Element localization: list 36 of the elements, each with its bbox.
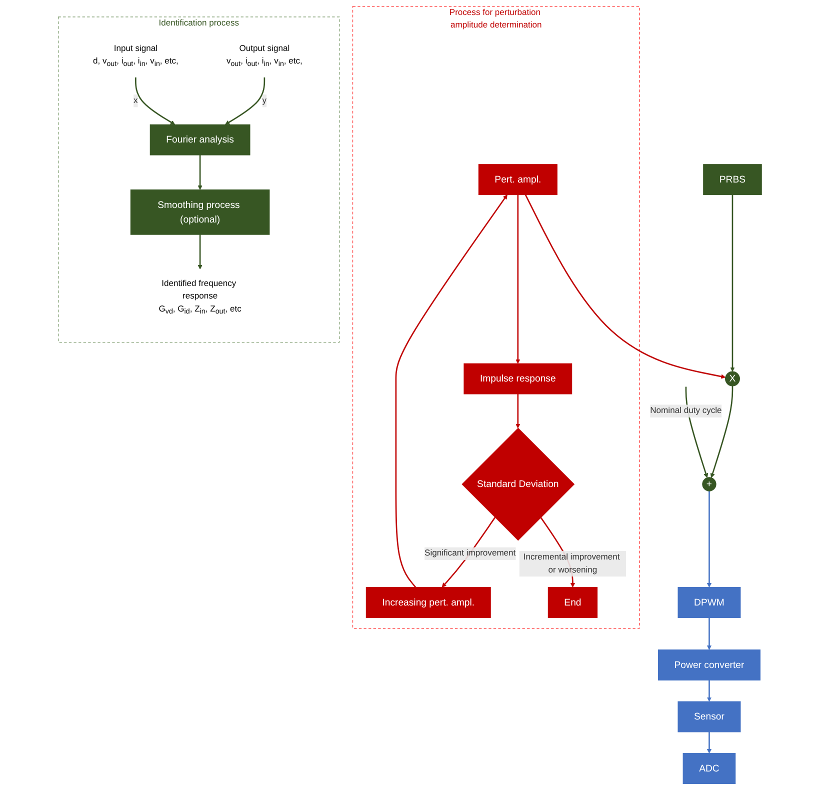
arrow [706, 618, 712, 650]
arrow [730, 194, 734, 372]
node-text: Input signal d, v$_{out}$, i$_{out}$, i$_{in}$, v$_{in}$, etc, [92, 44, 178, 68]
node-box: End [547, 587, 598, 618]
node-box: ADC [682, 753, 736, 784]
node-box: Power converter [658, 649, 760, 680]
node-box: Pert. ampl. [478, 164, 557, 196]
node-box: Impulse response [463, 363, 572, 394]
edge-label: Nominal duty cycle [650, 406, 722, 416]
arrow [706, 491, 712, 588]
arrow [134, 77, 175, 125]
node-diamond: Standard Deviation [461, 428, 574, 541]
node-box: DPWM [677, 587, 740, 618]
node-circle: X [724, 371, 740, 386]
arrow [706, 732, 712, 754]
arrow [524, 194, 726, 379]
arrow [684, 386, 708, 478]
arrow [710, 386, 733, 478]
edge-label: x [133, 96, 138, 106]
edge-label: Significant improvement [424, 548, 516, 558]
node-box: Sensor [677, 701, 740, 732]
arrow [515, 194, 520, 364]
arrow [515, 394, 520, 428]
node-box: PRBS [702, 164, 762, 196]
node-box: Increasing pert. ampl. [365, 587, 490, 618]
arrow [197, 155, 202, 190]
node-text: Output signal v$_{out}$, i$_{out}$, i$_{in}$, v$_{in}$, etc, [226, 44, 302, 68]
arrow [706, 680, 712, 702]
arrow [197, 234, 202, 270]
node-box: Smoothing process (optional) [130, 189, 270, 235]
node-box: Fourier analysis [149, 124, 250, 156]
edge-label: Incremental improvement or worsening [522, 552, 620, 574]
edge-label: y [262, 96, 266, 106]
node-text: Identified frequency response G$_{vd}$, G$_{id}$, Z$_{in}$, Z$_{out}$, etc [158, 278, 241, 316]
arrow [224, 77, 265, 125]
node-circle: + [702, 477, 716, 492]
